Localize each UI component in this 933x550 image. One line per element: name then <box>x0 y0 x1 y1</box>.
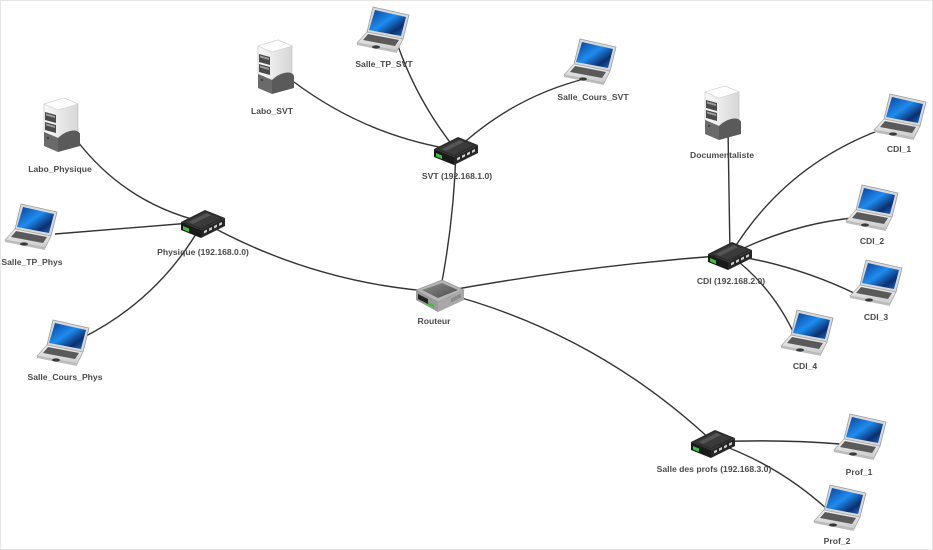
laptop-icon[interactable] <box>780 309 834 357</box>
node-label: Prof_1 <box>846 467 873 477</box>
edge-routeur-sw-svt <box>439 149 457 293</box>
switch-icon[interactable] <box>691 430 735 458</box>
edge-sw-cdi-cdi-3 <box>729 254 857 295</box>
edge-sw-svt-salle-tp-svt <box>397 45 457 151</box>
node-salle-cours-svt[interactable]: Salle_Cours_SVT <box>557 38 629 102</box>
node-label: CDI_1 <box>887 144 912 154</box>
node-label: Salle_Cours_Phys <box>28 372 103 382</box>
node-prof-2[interactable]: Prof_2 <box>813 484 867 546</box>
node-cdi-3[interactable]: CDI_3 <box>849 259 903 322</box>
node-label: Labo_SVT <box>251 106 294 116</box>
node-documentaliste[interactable]: Documentaliste <box>690 85 754 160</box>
node-sw-svt[interactable]: SVT (192.168.1.0) <box>422 137 492 181</box>
node-label: CDI_4 <box>793 361 818 371</box>
switch-icon[interactable] <box>181 210 225 238</box>
server-icon[interactable] <box>257 39 295 95</box>
laptop-icon[interactable] <box>563 38 617 86</box>
laptop-icon[interactable] <box>873 93 927 141</box>
node-salle-tp-svt[interactable]: Salle_TP_SVT <box>355 6 413 69</box>
node-cdi-1[interactable]: CDI_1 <box>873 93 927 154</box>
laptop-icon[interactable] <box>845 184 899 232</box>
edge-routeur-sw-cdi <box>439 254 731 293</box>
node-salle-cours-phys[interactable]: Salle_Cours_Phys <box>28 319 103 382</box>
edge-routeur-sw-profs <box>439 291 714 443</box>
nodes-layer: Routeur Physique (192.168.0.0) SVT (192.16… <box>1 6 927 546</box>
laptop-icon[interactable] <box>356 6 410 54</box>
node-sw-cdi[interactable]: CDI (192.168.2.0) <box>697 242 765 286</box>
node-label: Routeur <box>418 316 452 326</box>
laptop-icon[interactable] <box>36 319 90 367</box>
edge-sw-physique-salle-tp-phys <box>54 221 204 235</box>
laptop-icon[interactable] <box>4 203 58 251</box>
edge-routeur-sw-physique <box>202 221 441 293</box>
node-label: CDI (192.168.2.0) <box>697 276 765 286</box>
edge-sw-cdi-cdi-1 <box>729 129 881 256</box>
node-label: Physique (192.168.0.0) <box>157 247 249 257</box>
node-label: Salle des profs (192.168.3.0) <box>657 464 772 474</box>
edge-sw-cdi-documentaliste <box>727 127 731 256</box>
server-icon[interactable] <box>704 85 742 141</box>
node-sw-physique[interactable]: Physique (192.168.0.0) <box>157 210 249 257</box>
router-icon[interactable] <box>415 279 465 313</box>
node-label: Salle_TP_SVT <box>355 59 413 69</box>
node-sw-profs[interactable]: Salle des profs (192.168.3.0) <box>657 430 772 474</box>
node-label: Documentaliste <box>690 150 754 160</box>
node-cdi-4[interactable]: CDI_4 <box>780 309 834 371</box>
node-label: Prof_2 <box>824 536 851 546</box>
node-label: CDI_3 <box>864 312 889 322</box>
node-cdi-2[interactable]: CDI_2 <box>845 184 899 246</box>
node-label: Salle_Cours_SVT <box>557 92 629 102</box>
switch-icon[interactable] <box>708 242 752 270</box>
edge-sw-physique-salle-cours-phys <box>81 221 204 339</box>
node-labo-svt[interactable]: Labo_SVT <box>251 39 295 116</box>
switch-icon[interactable] <box>434 137 478 165</box>
node-label: CDI_2 <box>860 236 885 246</box>
edge-sw-svt-salle-cours-svt <box>455 77 589 151</box>
node-labo-physique[interactable]: Labo_Physique <box>28 97 92 174</box>
laptop-icon[interactable] <box>849 259 903 307</box>
node-label: Salle_TP_Phys <box>1 257 62 267</box>
node-label: SVT (192.168.1.0) <box>422 171 492 181</box>
laptop-icon[interactable] <box>813 484 867 532</box>
node-prof-1[interactable]: Prof_1 <box>833 413 887 477</box>
edge-sw-profs-prof-2 <box>712 441 829 511</box>
node-label: Labo_Physique <box>28 164 92 174</box>
edge-sw-svt-labo-svt <box>293 81 457 151</box>
node-salle-tp-phys[interactable]: Salle_TP_Phys <box>1 203 63 267</box>
server-icon[interactable] <box>43 97 81 153</box>
edge-sw-physique-labo-physique <box>77 141 204 223</box>
node-routeur[interactable]: Routeur <box>415 279 465 326</box>
laptop-icon[interactable] <box>833 413 887 461</box>
